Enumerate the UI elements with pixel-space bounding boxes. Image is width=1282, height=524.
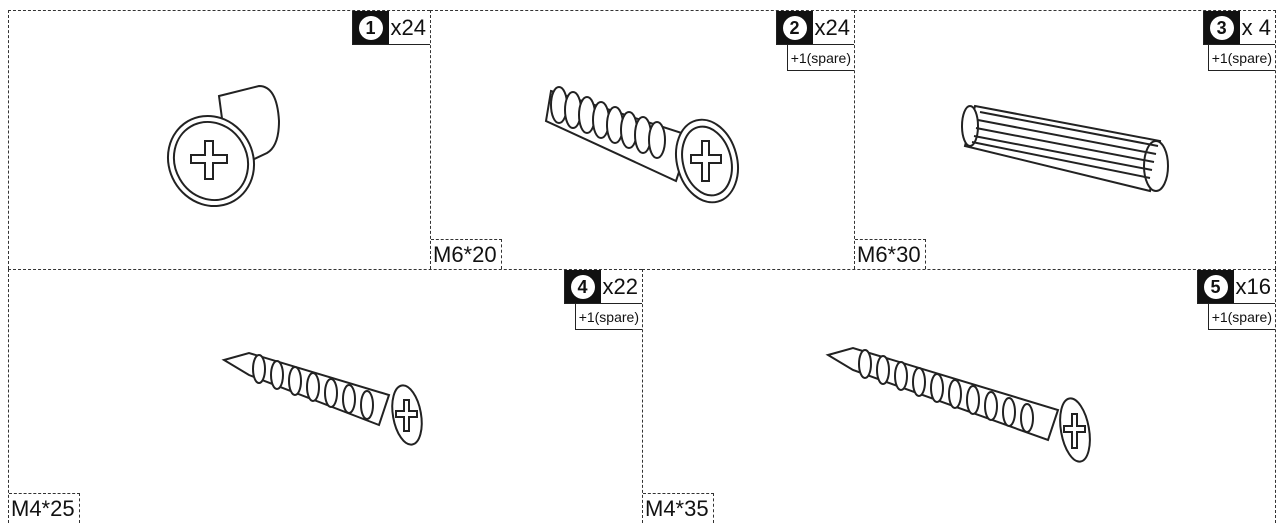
- part-number: 1: [358, 15, 383, 40]
- part-quantity: x16: [1235, 274, 1271, 299]
- spare-note: +1(spare): [1207, 304, 1275, 330]
- machine-screw-icon: [544, 86, 739, 204]
- quantity-badge: 3 x 4: [1202, 11, 1275, 45]
- spare-note: +1(spare): [1207, 45, 1275, 71]
- quantity-badge: 4 x22: [563, 270, 642, 304]
- wooden-dowel-icon: [961, 104, 1169, 193]
- long-wood-screw-icon: [825, 346, 1091, 463]
- part-size: M4*25: [9, 493, 80, 523]
- part-panel-2: 2 x24 +1(spare) M6*20: [430, 10, 854, 269]
- part-number: 5: [1203, 274, 1228, 299]
- part-panel-5: 5 x16 +1(spare) M4*35: [642, 269, 1276, 523]
- part-number: 3: [1209, 15, 1234, 40]
- barrel-bolt-icon: [166, 84, 281, 208]
- part-quantity: x22: [602, 274, 638, 299]
- spare-note: +1(spare): [574, 304, 642, 330]
- part-quantity: x24: [390, 15, 426, 40]
- quantity-badge: 2 x24: [775, 11, 854, 45]
- part-quantity: x 4: [1241, 15, 1271, 40]
- part-panel-3: 3 x 4 +1(spare) M6*30: [854, 10, 1276, 269]
- part-panel-4: 4 x22 +1(spare) M4*25: [8, 269, 642, 523]
- part-quantity: x24: [814, 15, 850, 40]
- part-size: M6*20: [431, 239, 502, 269]
- part-size: M4*35: [643, 493, 714, 523]
- quantity-badge: 1 x24: [351, 11, 430, 45]
- part-size: M6*30: [855, 239, 926, 269]
- quantity-badge: 5 x16: [1196, 270, 1275, 304]
- spare-note: +1(spare): [786, 45, 854, 71]
- part-number: 4: [570, 274, 595, 299]
- part-panel-1: 1 x24: [8, 10, 430, 269]
- part-number: 2: [782, 15, 807, 40]
- wood-screw-icon: [221, 351, 423, 446]
